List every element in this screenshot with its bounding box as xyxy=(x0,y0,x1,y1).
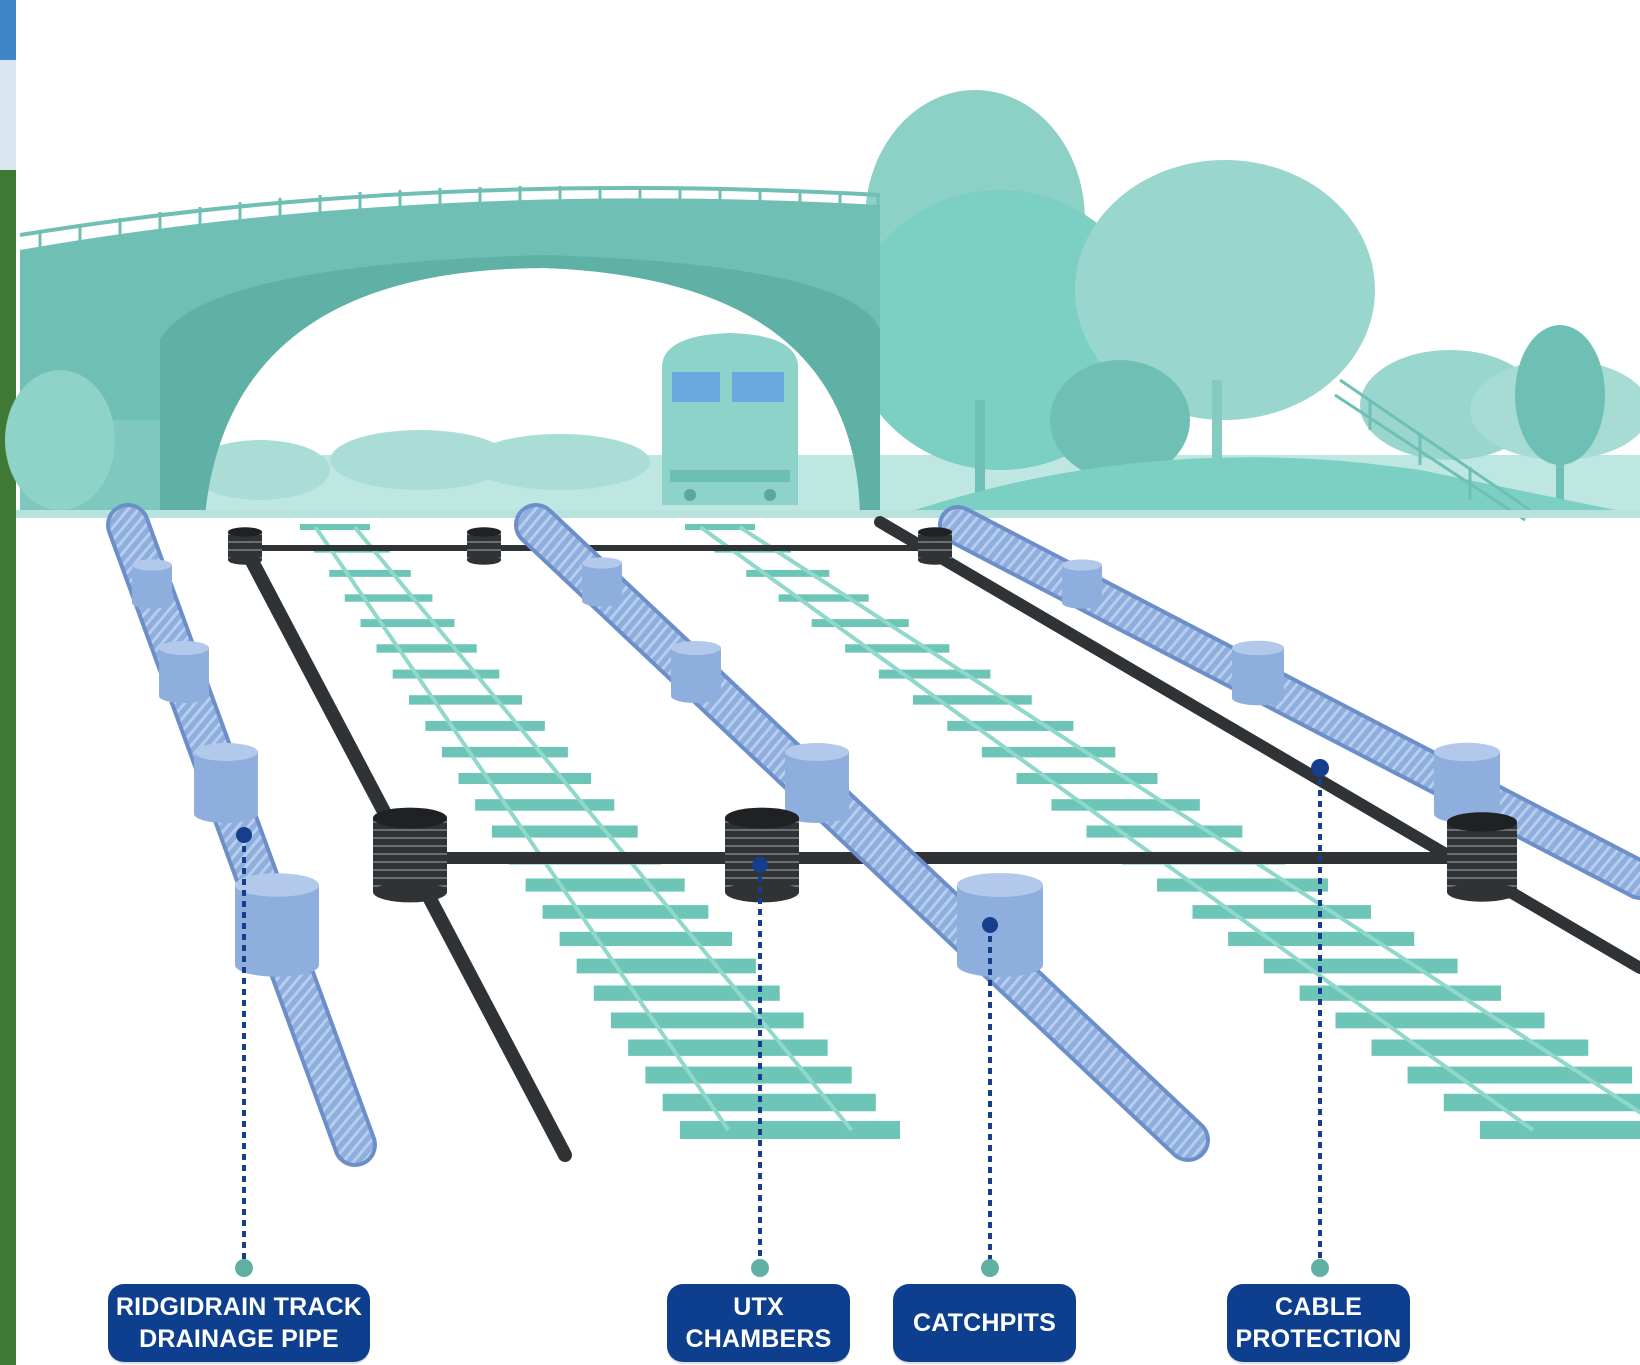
sleeper xyxy=(491,825,638,838)
stairs-icon xyxy=(1334,378,1531,522)
callout-line: UTX xyxy=(733,1293,784,1321)
catchpit xyxy=(159,641,209,703)
sleeper xyxy=(1443,1093,1640,1112)
callout-utx-chambers: UTX CHAMBERS xyxy=(667,1284,850,1362)
catchpit xyxy=(1062,559,1102,609)
catchpit-icon xyxy=(132,557,1500,978)
sleeper xyxy=(392,669,500,679)
sleeper xyxy=(685,524,755,530)
rail xyxy=(738,525,1640,1115)
sleeper xyxy=(300,524,370,530)
catchpit xyxy=(235,873,319,977)
callout-line: DRAINAGE PIPE xyxy=(139,1325,339,1353)
sleeper xyxy=(425,720,545,731)
sleeper xyxy=(1407,1066,1633,1084)
sleeper xyxy=(525,878,685,892)
catchpit xyxy=(957,872,1043,978)
utx-chamber xyxy=(918,527,952,565)
sleeper xyxy=(628,1039,828,1056)
sleeper xyxy=(981,746,1116,758)
callout-line: PROTECTION xyxy=(1235,1325,1402,1353)
sleeper xyxy=(811,619,909,628)
left-edge-foliage xyxy=(0,0,16,1365)
sleeper xyxy=(376,644,477,653)
callout-line: CHAMBERS xyxy=(685,1325,832,1353)
utx-chamber xyxy=(467,527,501,565)
cable-duct-icon xyxy=(238,516,1640,1162)
catchpit xyxy=(1434,742,1500,824)
sleeper xyxy=(1051,799,1200,811)
utx-chamber xyxy=(1447,812,1517,902)
train-icon xyxy=(662,333,798,505)
sleeper xyxy=(1335,1012,1545,1029)
rail xyxy=(699,525,1534,1132)
leader-lines xyxy=(242,768,1322,1265)
sleeper xyxy=(680,1121,900,1139)
catchpit xyxy=(785,743,849,823)
sleeper xyxy=(408,695,522,705)
sleeper xyxy=(458,772,592,784)
sleeper xyxy=(1157,878,1328,892)
sleeper xyxy=(344,594,433,602)
utx-chamber xyxy=(228,527,262,565)
callout-line: RIDGIDRAIN TRACK xyxy=(115,1293,363,1321)
sleeper xyxy=(1086,825,1243,838)
leader-start-dots xyxy=(236,759,1329,933)
callout-cable-protection: CABLE PROTECTION xyxy=(1227,1284,1410,1362)
catchpit xyxy=(582,557,622,607)
utx-chamber-icon xyxy=(228,527,1517,903)
callout-catchpits: CATCHPITS xyxy=(893,1284,1076,1362)
callout-ridgidrain-track-drainage-pipe: RIDGIDRAIN TRACK DRAINAGE PIPE xyxy=(108,1284,370,1362)
ground-line xyxy=(16,510,1640,518)
leader-end-dots xyxy=(235,1259,1329,1277)
utx-chamber xyxy=(373,807,447,903)
callout-line: CATCHPITS xyxy=(913,1309,1056,1337)
rail xyxy=(353,525,854,1132)
sleeper xyxy=(1016,772,1158,784)
sleeper xyxy=(947,720,1074,731)
trees-icon xyxy=(850,90,1640,515)
sleeper xyxy=(593,985,780,1001)
catchpit xyxy=(132,559,172,609)
sleeper xyxy=(1263,958,1458,974)
sleeper xyxy=(845,644,950,653)
sleeper xyxy=(1480,1121,1640,1139)
rail xyxy=(313,525,731,1132)
sleeper xyxy=(475,799,615,811)
sleeper xyxy=(662,1093,876,1112)
sleeper xyxy=(610,1012,804,1029)
sleeper xyxy=(912,695,1032,705)
catchpit xyxy=(671,641,721,703)
sleeper xyxy=(360,619,455,628)
bridge-icon xyxy=(5,186,881,515)
sleeper xyxy=(1371,1039,1589,1056)
sleeper xyxy=(1299,985,1502,1001)
sleeper xyxy=(778,594,869,602)
sleeper xyxy=(1192,905,1372,919)
sleeper xyxy=(559,931,733,947)
sleeper xyxy=(329,569,411,577)
catchpit xyxy=(1232,640,1284,706)
sleeper xyxy=(576,958,756,974)
sleeper xyxy=(542,905,709,919)
callout-line: CABLE xyxy=(1274,1293,1363,1321)
sleeper xyxy=(746,569,830,577)
sleeper xyxy=(441,746,568,758)
sleeper xyxy=(645,1066,852,1084)
sleeper xyxy=(878,669,991,679)
catchpit xyxy=(194,743,258,823)
